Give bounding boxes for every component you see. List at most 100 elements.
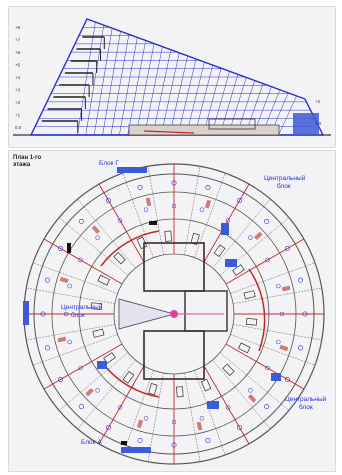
level-mark-left: +2 (15, 100, 21, 105)
axis-marker (171, 419, 177, 425)
central-core-top (143, 242, 205, 292)
axis-marker (264, 404, 270, 410)
radial-line (203, 365, 250, 445)
roof-grid-diag (85, 25, 105, 136)
room (237, 342, 251, 354)
axis-marker (67, 283, 72, 289)
radial-line (212, 198, 271, 269)
roof-grid-diag (93, 28, 113, 136)
room (103, 352, 116, 364)
room (200, 378, 212, 392)
label-block-g: Блок Г (99, 160, 119, 167)
radial-line (230, 262, 316, 294)
level-mark-right: +2 (315, 99, 321, 104)
radial-line (122, 172, 154, 258)
basement (128, 124, 280, 136)
black-mark-2 (121, 441, 127, 445)
radial-line (230, 334, 316, 366)
rooms (57, 197, 291, 431)
red-tag (279, 344, 289, 352)
blue-mark-5 (207, 401, 219, 409)
axis-marker (265, 365, 270, 371)
room (97, 274, 111, 286)
axis-marker (63, 311, 69, 317)
blue-mark-2 (271, 373, 281, 381)
level-mark-left: 0.0 (15, 125, 22, 130)
radial-line (43, 343, 123, 390)
axis-marker (225, 218, 231, 223)
floor-plan: План 1-го этажа (8, 150, 336, 472)
red-arc-2 (104, 365, 160, 398)
level-mark-right: 0.0 (315, 121, 322, 126)
level-mark-left: +1 (15, 113, 21, 118)
axis-marker (143, 207, 149, 212)
roof-grid-diag (278, 95, 297, 136)
axis-marker (279, 311, 285, 317)
red-tag (254, 231, 263, 241)
level-mark-left: +3 (15, 88, 21, 93)
roof-grid-diag (135, 43, 155, 136)
red-line (143, 130, 195, 134)
red-tag (145, 197, 152, 207)
axis-marker (58, 246, 64, 252)
level-mark-left: +7 (15, 38, 21, 43)
red-tag (136, 419, 144, 429)
radial-line (43, 238, 123, 285)
room (113, 251, 126, 265)
axis-marker (199, 207, 205, 212)
radial-line (77, 198, 136, 269)
blue-mark-3 (221, 223, 229, 235)
radial-line (233, 324, 322, 341)
axis-marker (171, 180, 177, 186)
label-central-right-2: блок (299, 403, 313, 411)
axis-marker (78, 218, 84, 224)
axis-marker (106, 198, 112, 204)
room (222, 363, 235, 377)
axis-marker (265, 257, 270, 263)
axis-marker (264, 218, 270, 224)
level-marks-left: +8+7+6+5+4+3+2+10.0 (15, 25, 22, 130)
blue-mark-bottom (121, 447, 151, 453)
axis-marker (67, 339, 72, 345)
roof-grid-diag (186, 62, 205, 136)
room (243, 290, 256, 300)
plan-title-line1: План 1-го (13, 155, 42, 161)
axis-marker (78, 257, 83, 263)
level-mark-left: +6 (15, 50, 21, 55)
axis-marker (298, 277, 304, 283)
room (148, 383, 158, 396)
room (176, 386, 184, 398)
axis-marker (248, 235, 253, 240)
axis-marker (95, 235, 100, 240)
red-tag (85, 387, 94, 397)
red-tag (196, 421, 203, 431)
radial-line (147, 373, 164, 462)
axis-marker (276, 339, 281, 345)
level-mark-left: +8 (15, 25, 21, 30)
axis-marker (302, 311, 308, 317)
axis-marker (78, 404, 84, 410)
roof-grid-diag (77, 22, 96, 136)
fan-left (118, 298, 176, 330)
central-core-bottom (143, 330, 205, 380)
radial-line (147, 166, 164, 255)
red-tag (281, 285, 291, 292)
roof-grid-diag (211, 71, 230, 136)
radial-line (225, 238, 305, 285)
central-core-right (184, 290, 228, 332)
blue-mark-4 (97, 361, 107, 369)
axis-marker (117, 218, 123, 223)
label-central-left-1: Центральный (61, 303, 103, 311)
level-mark-left: +4 (15, 75, 21, 80)
radial-line (184, 373, 201, 462)
blue-mark-left (23, 301, 29, 325)
label-block-a: Блок А (81, 439, 102, 446)
black-mark-3 (67, 243, 71, 253)
room (245, 317, 258, 326)
red-arc-1 (100, 230, 160, 267)
axis-marker (205, 438, 211, 444)
axis-marker (171, 203, 177, 209)
plan-title-line2: этажа (13, 162, 31, 168)
roof-grid-diag (102, 31, 121, 136)
radial-line (77, 359, 136, 430)
